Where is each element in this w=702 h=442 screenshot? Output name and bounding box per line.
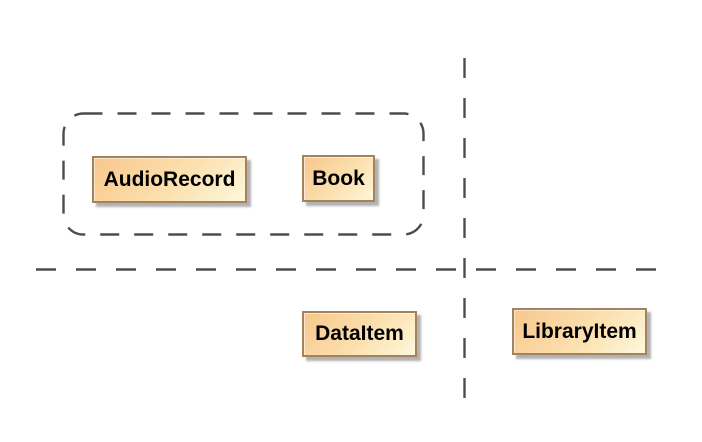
- node-audiorecord[interactable]: AudioRecord: [92, 156, 247, 203]
- node-libraryitem[interactable]: LibraryItem: [512, 308, 647, 355]
- node-audiorecord-label: AudioRecord: [103, 167, 236, 191]
- node-dataitem-label: DataItem: [315, 322, 404, 345]
- node-book-label: Book: [312, 166, 365, 190]
- node-libraryitem-label: LibraryItem: [522, 319, 637, 343]
- node-dataitem[interactable]: DataItem: [302, 311, 417, 357]
- node-book[interactable]: Book: [302, 155, 375, 202]
- group-boundary-dashed-rect[interactable]: [62, 112, 425, 236]
